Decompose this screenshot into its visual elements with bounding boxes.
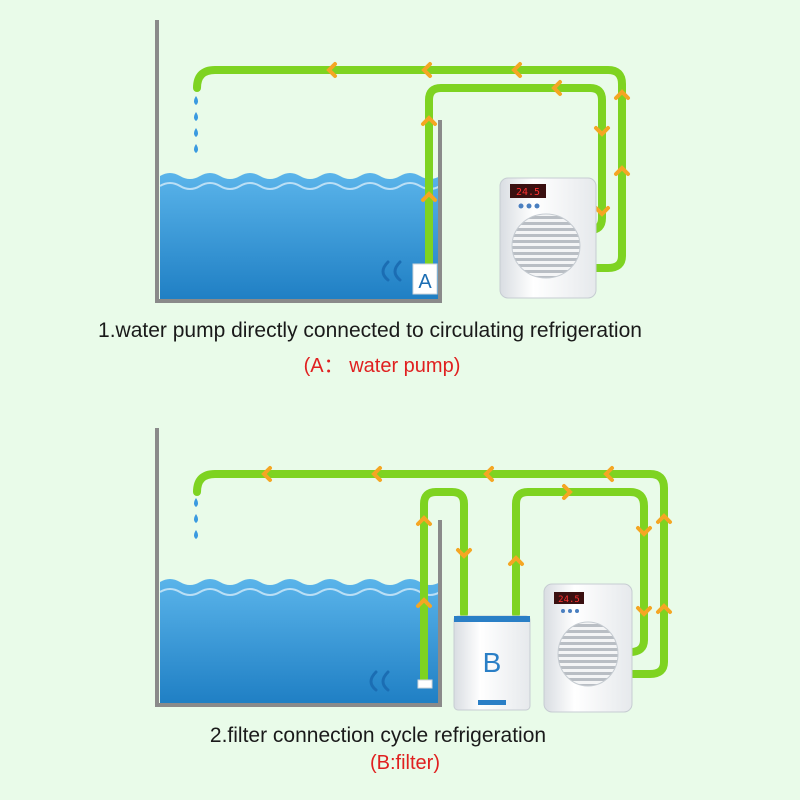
water-drop-icon [194,498,198,539]
subcaption-diagram-2: (B:filter) [370,752,440,774]
current-swirl-icon [369,670,390,692]
tank-water [160,579,440,704]
diagram-1: A 24.5 [155,20,630,303]
chiller-unit-icon: 24.5 [543,583,633,713]
tank-walls [155,428,442,707]
svg-text:24.5: 24.5 [558,595,580,605]
water-drop-icon [194,96,198,153]
subcaption-diagram-1: (A： water pump) [303,355,461,377]
water-waves [159,588,441,596]
current-swirl-icon [381,260,402,282]
pump-outlet [417,679,433,689]
flow-arrow-icon [261,466,672,617]
tank-walls [155,20,442,303]
diagram-2: B 24.5 [155,428,672,713]
svg-text:24.5: 24.5 [516,187,540,198]
caption-diagram-1: 1.water pump directly connected to circu… [98,319,642,342]
water-pump-icon: A [412,263,438,295]
water-waves [159,182,441,190]
device-label-b: B [483,647,502,678]
pipes-2 [193,470,668,684]
pipes-1 [193,66,626,284]
tank-water [160,173,440,300]
flow-arrow-icon [326,62,630,217]
device-label-a: A [418,271,432,293]
caption-diagram-2: 2.filter connection cycle refrigeration [209,724,547,747]
chiller-unit-icon: 24.5 [499,177,597,299]
filter-unit-icon: B [453,615,531,711]
